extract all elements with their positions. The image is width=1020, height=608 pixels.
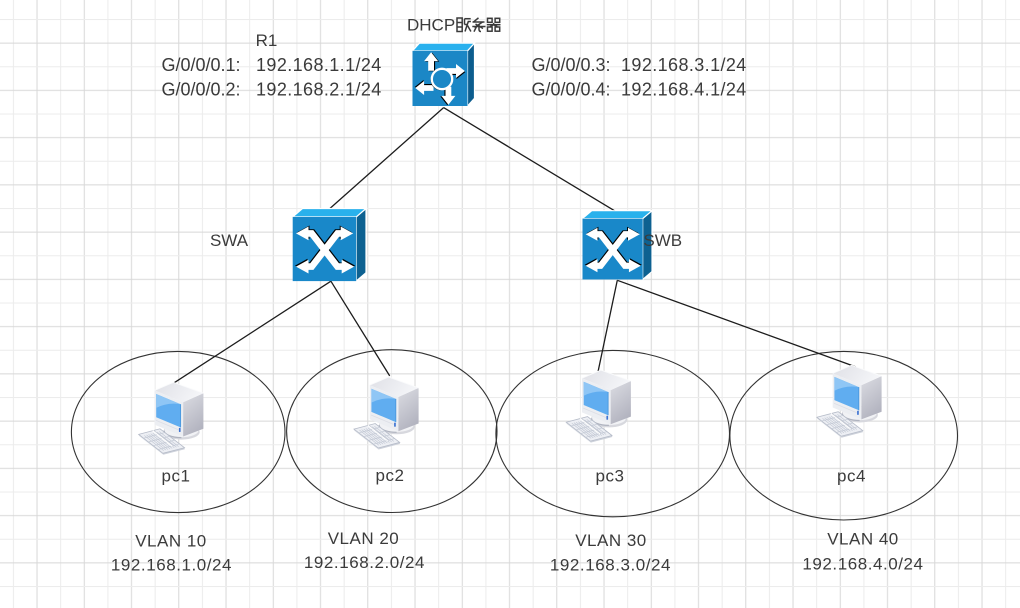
svg-text:G/0/0/0.4:192.168.4.1/24: G/0/0/0.4:192.168.4.1/24 bbox=[532, 80, 747, 100]
svg-text:SWB: SWB bbox=[643, 231, 682, 250]
svg-text:pc1: pc1 bbox=[162, 466, 191, 485]
svg-text:VLAN 30: VLAN 30 bbox=[575, 531, 647, 550]
svg-text:R1: R1 bbox=[256, 31, 278, 50]
svg-text:192.168.3.0/24: 192.168.3.0/24 bbox=[550, 556, 671, 575]
svg-text:192.168.2.0/24: 192.168.2.0/24 bbox=[304, 553, 425, 572]
svg-text:VLAN 40: VLAN 40 bbox=[827, 529, 899, 548]
svg-text:192.168.4.0/24: 192.168.4.0/24 bbox=[802, 555, 923, 574]
svg-text:192.168.1.0/24: 192.168.1.0/24 bbox=[111, 555, 232, 574]
svg-text:pc4: pc4 bbox=[837, 466, 866, 485]
svg-text:SWA: SWA bbox=[210, 231, 249, 250]
svg-text:pc3: pc3 bbox=[596, 466, 625, 485]
svg-text:G/0/0/0.2:192.168.2.1/24: G/0/0/0.2:192.168.2.1/24 bbox=[162, 80, 382, 100]
svg-text:pc2: pc2 bbox=[376, 466, 405, 485]
svg-text:G/0/0/0.3:192.168.3.1/24: G/0/0/0.3:192.168.3.1/24 bbox=[532, 55, 747, 75]
svg-text:VLAN 10: VLAN 10 bbox=[135, 531, 207, 550]
svg-text:VLAN 20: VLAN 20 bbox=[328, 529, 400, 548]
svg-text:G/0/0/0.1:192.168.1.1/24: G/0/0/0.1:192.168.1.1/24 bbox=[162, 55, 382, 75]
svg-text:DHCP: DHCP bbox=[407, 15, 455, 34]
